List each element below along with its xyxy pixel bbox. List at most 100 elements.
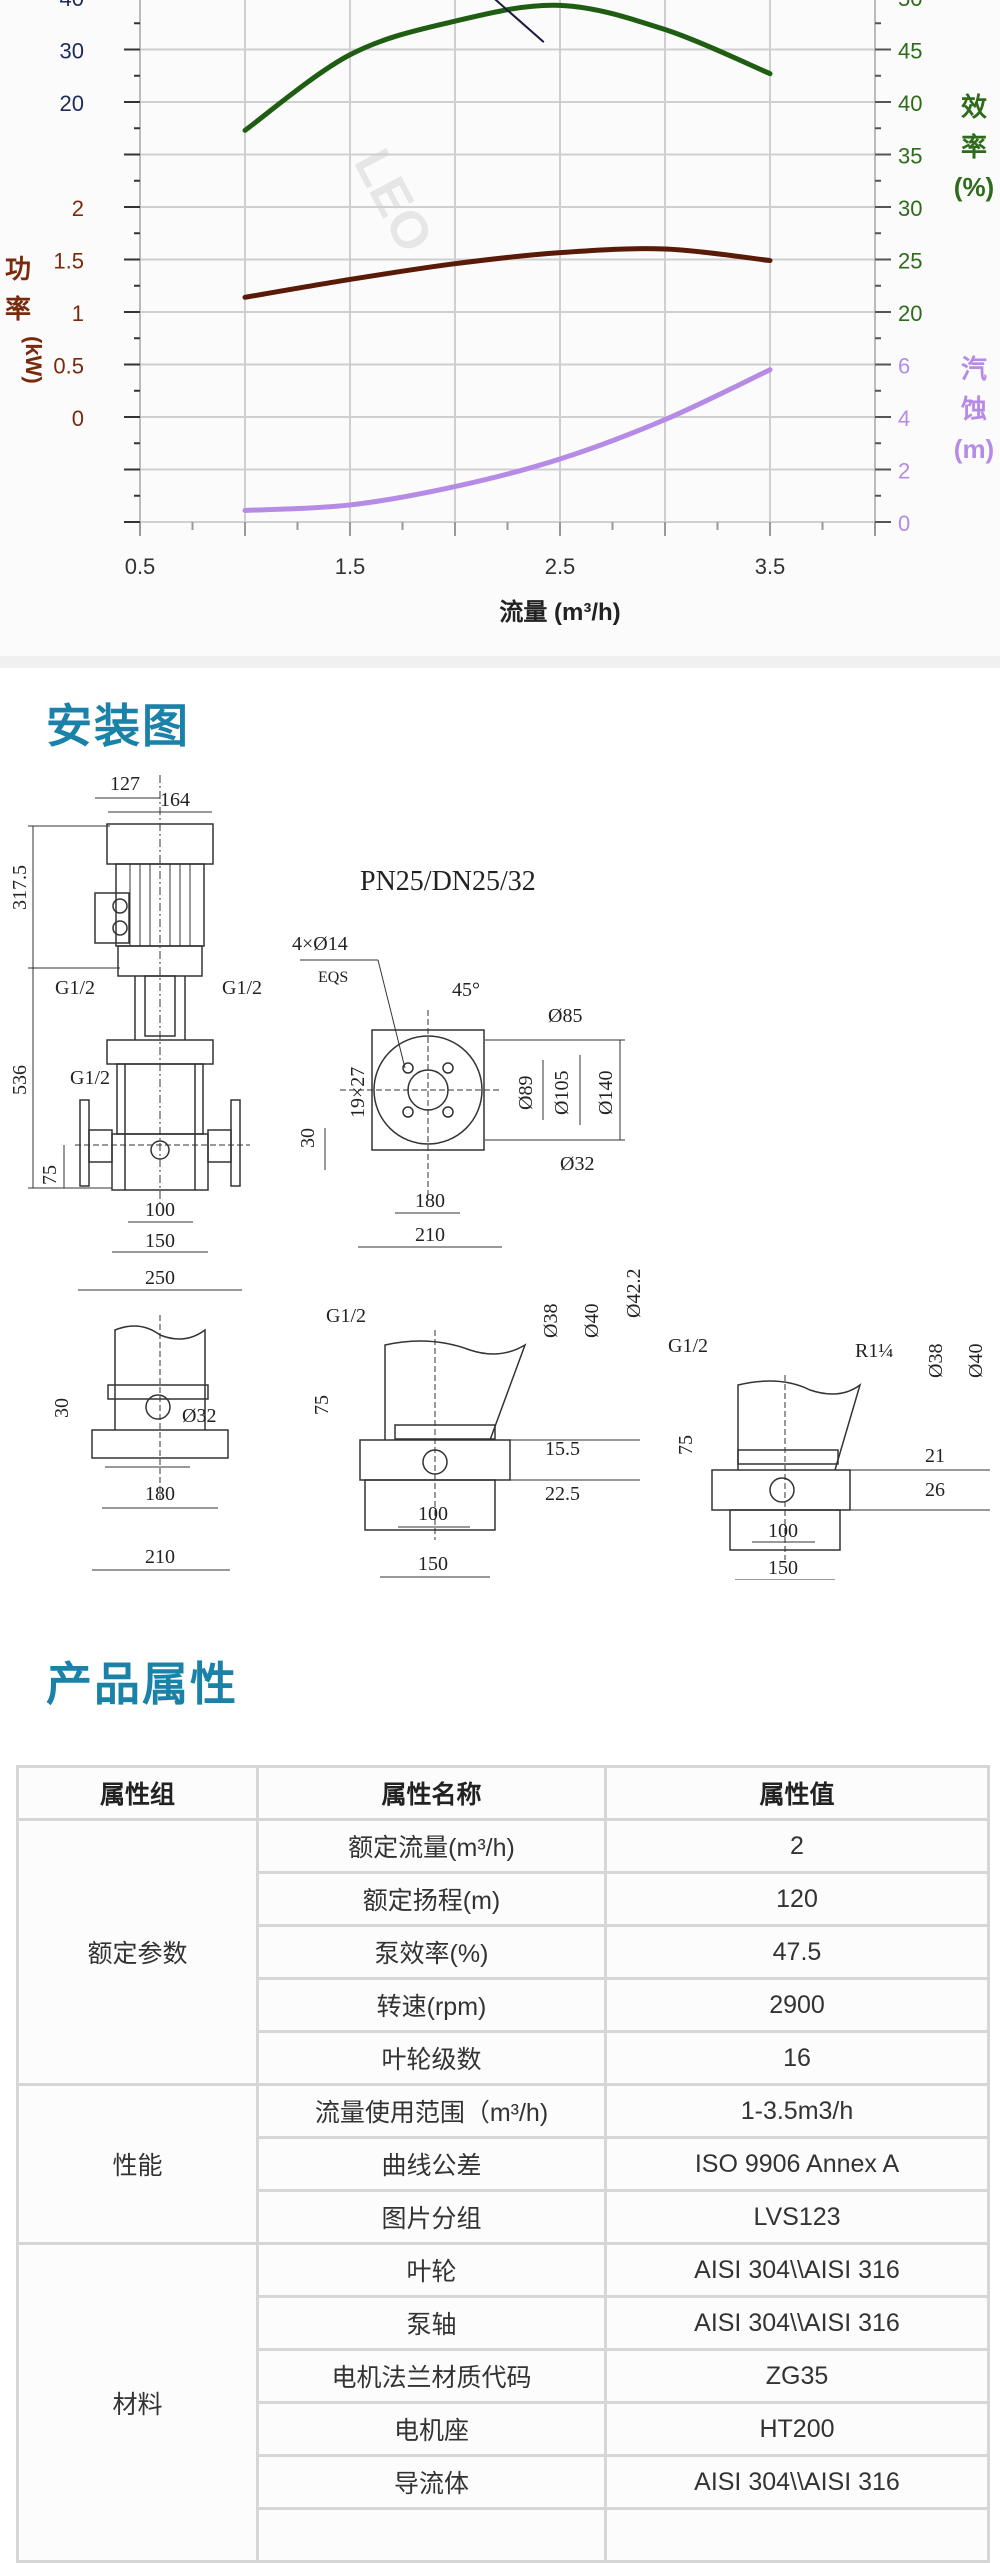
property-group-cell: 性能 xyxy=(16,2083,259,2245)
left-power-tick-label: 2 xyxy=(72,196,84,221)
dim-label: 150 xyxy=(768,1557,798,1579)
column-header: 属性名称 xyxy=(256,1765,607,1821)
property-name-cell: 电机法兰材质代码 xyxy=(256,2348,607,2404)
dim-label: Ø40 xyxy=(965,1344,987,1378)
dim-label: 100 xyxy=(768,1520,798,1542)
dim-label: 30 xyxy=(297,1128,319,1148)
left-axis-title-char: 率 xyxy=(5,294,31,324)
column-header: 属性组 xyxy=(16,1765,259,1821)
dim-label: Ø140 xyxy=(595,1071,617,1115)
dim-label: 45° xyxy=(452,979,480,1001)
column-header: 属性值 xyxy=(604,1765,990,1821)
inlet-outlet-view-drawing-2 xyxy=(711,1375,990,1580)
property-value-cell: 16 xyxy=(604,2030,990,2086)
property-name-cell: 泵轴 xyxy=(256,2295,607,2351)
property-value-cell xyxy=(604,2507,990,2563)
npsh-axis-title: (m) xyxy=(954,434,994,464)
dim-label: EQS xyxy=(318,969,348,986)
dim-label: G1/2 xyxy=(222,977,262,999)
x-tick-label: 0.5 xyxy=(125,554,156,579)
left-axis-title-unit: (kW) xyxy=(21,336,46,384)
series-line-efficiency xyxy=(242,2,773,133)
x-tick-label: 1.5 xyxy=(335,554,366,579)
x-tick-label: 3.5 xyxy=(755,554,786,579)
left-head-tick-label: 40 xyxy=(60,0,84,11)
dim-label: Ø42.2 xyxy=(623,1269,645,1318)
right-efficiency-tick-label: 50 xyxy=(898,0,922,11)
property-name-cell: 图片分组 xyxy=(256,2189,607,2245)
efficiency-axis-title: 效 xyxy=(961,92,987,122)
dim-label: 21 xyxy=(925,1445,945,1467)
property-value-cell: AISI 304\\AISI 316 xyxy=(604,2454,990,2510)
base-side-view-drawing xyxy=(91,1315,230,1571)
dim-label: 180 xyxy=(145,1483,175,1505)
dim-label: 26 xyxy=(925,1479,945,1501)
dim-label: 75 xyxy=(675,1435,697,1455)
dim-label: 22.5 xyxy=(545,1483,580,1505)
dim-label: 15.5 xyxy=(545,1438,580,1460)
dim-label: 150 xyxy=(145,1230,175,1252)
table-row: 材料叶轮 AISI 304\\AISI 316 xyxy=(16,2242,990,2563)
dim-label: Ø32 xyxy=(560,1153,594,1175)
install-section-title: 安装图 xyxy=(46,699,190,753)
dim-label: G1/2 xyxy=(70,1067,110,1089)
right-efficiency-tick-label: 35 xyxy=(898,144,922,169)
property-name-cell: 转速(rpm) xyxy=(256,1977,607,2033)
property-value-cell: LVS123 xyxy=(604,2189,990,2245)
efficiency-axis-title: 率 xyxy=(961,132,987,162)
npsh-axis-title: 蚀 xyxy=(960,394,987,424)
table-row-partial xyxy=(18,2507,990,2563)
dim-label: 75 xyxy=(39,1165,61,1185)
dim-label: 250 xyxy=(145,1267,175,1289)
right-npsh-tick-label: 2 xyxy=(898,459,910,484)
series-line-head xyxy=(494,0,545,43)
series-line-npsh xyxy=(242,367,773,513)
dim-label: 4×Ø14 xyxy=(292,933,348,955)
dim-label: 19×27 xyxy=(347,1067,369,1118)
section-divider xyxy=(0,656,1000,668)
property-value-cell: 2 xyxy=(604,1818,990,1874)
dim-label: 210 xyxy=(145,1546,175,1568)
table-row: 额定参数额定流量(m³/h)2 xyxy=(16,1818,990,2086)
property-name-cell: 额定流量(m³/h) xyxy=(256,1818,607,1874)
dim-label: G1/2 xyxy=(326,1305,366,1327)
property-name-cell: 曲线公差 xyxy=(256,2136,607,2192)
property-name-cell: 泵效率(%) xyxy=(256,1924,607,1980)
inlet-outlet-view-drawing-1 xyxy=(359,1330,640,1578)
x-tick-label: 2.5 xyxy=(545,554,576,579)
dim-label: Ø38 xyxy=(925,1344,947,1378)
dim-label: G1/2 xyxy=(55,977,95,999)
dim-label: Ø105 xyxy=(551,1071,573,1115)
dim-label: 164 xyxy=(160,789,190,811)
series-line-power xyxy=(242,246,773,300)
dim-label: 75 xyxy=(311,1395,333,1415)
left-power-tick-label: 1 xyxy=(72,301,84,326)
property-name-cell: 额定扬程(m) xyxy=(256,1871,607,1927)
property-name-cell: 导流体 xyxy=(256,2454,607,2510)
property-name-cell: 电机座 xyxy=(256,2401,607,2457)
right-npsh-tick-label: 4 xyxy=(898,406,910,431)
dim-label: 180 xyxy=(415,1190,445,1212)
dim-label: 150 xyxy=(418,1553,448,1575)
property-value-cell: 1-3.5m3/h xyxy=(604,2083,990,2139)
dim-label: Ø38 xyxy=(540,1304,562,1338)
performance-chart: LEO40302021.510.505045403530252064200.51… xyxy=(0,0,1000,656)
left-power-tick-label: 1.5 xyxy=(53,249,84,274)
dim-label: Ø32 xyxy=(182,1405,216,1427)
dim-label: Ø85 xyxy=(548,1005,582,1027)
property-value-cell: 47.5 xyxy=(604,1924,990,1980)
left-axis-title-char: 功 xyxy=(5,254,31,284)
pump-elevation-drawing xyxy=(28,775,250,1291)
property-name-cell: 叶轮 xyxy=(256,2242,607,2298)
properties-section-title: 产品属性 xyxy=(46,1657,238,1711)
property-group-cell: 材料 xyxy=(16,2242,259,2563)
table-row: 性能流量使用范围（m³/h)1-3.5m3/h xyxy=(16,2083,990,2245)
dim-label: 317.5 xyxy=(9,865,31,910)
